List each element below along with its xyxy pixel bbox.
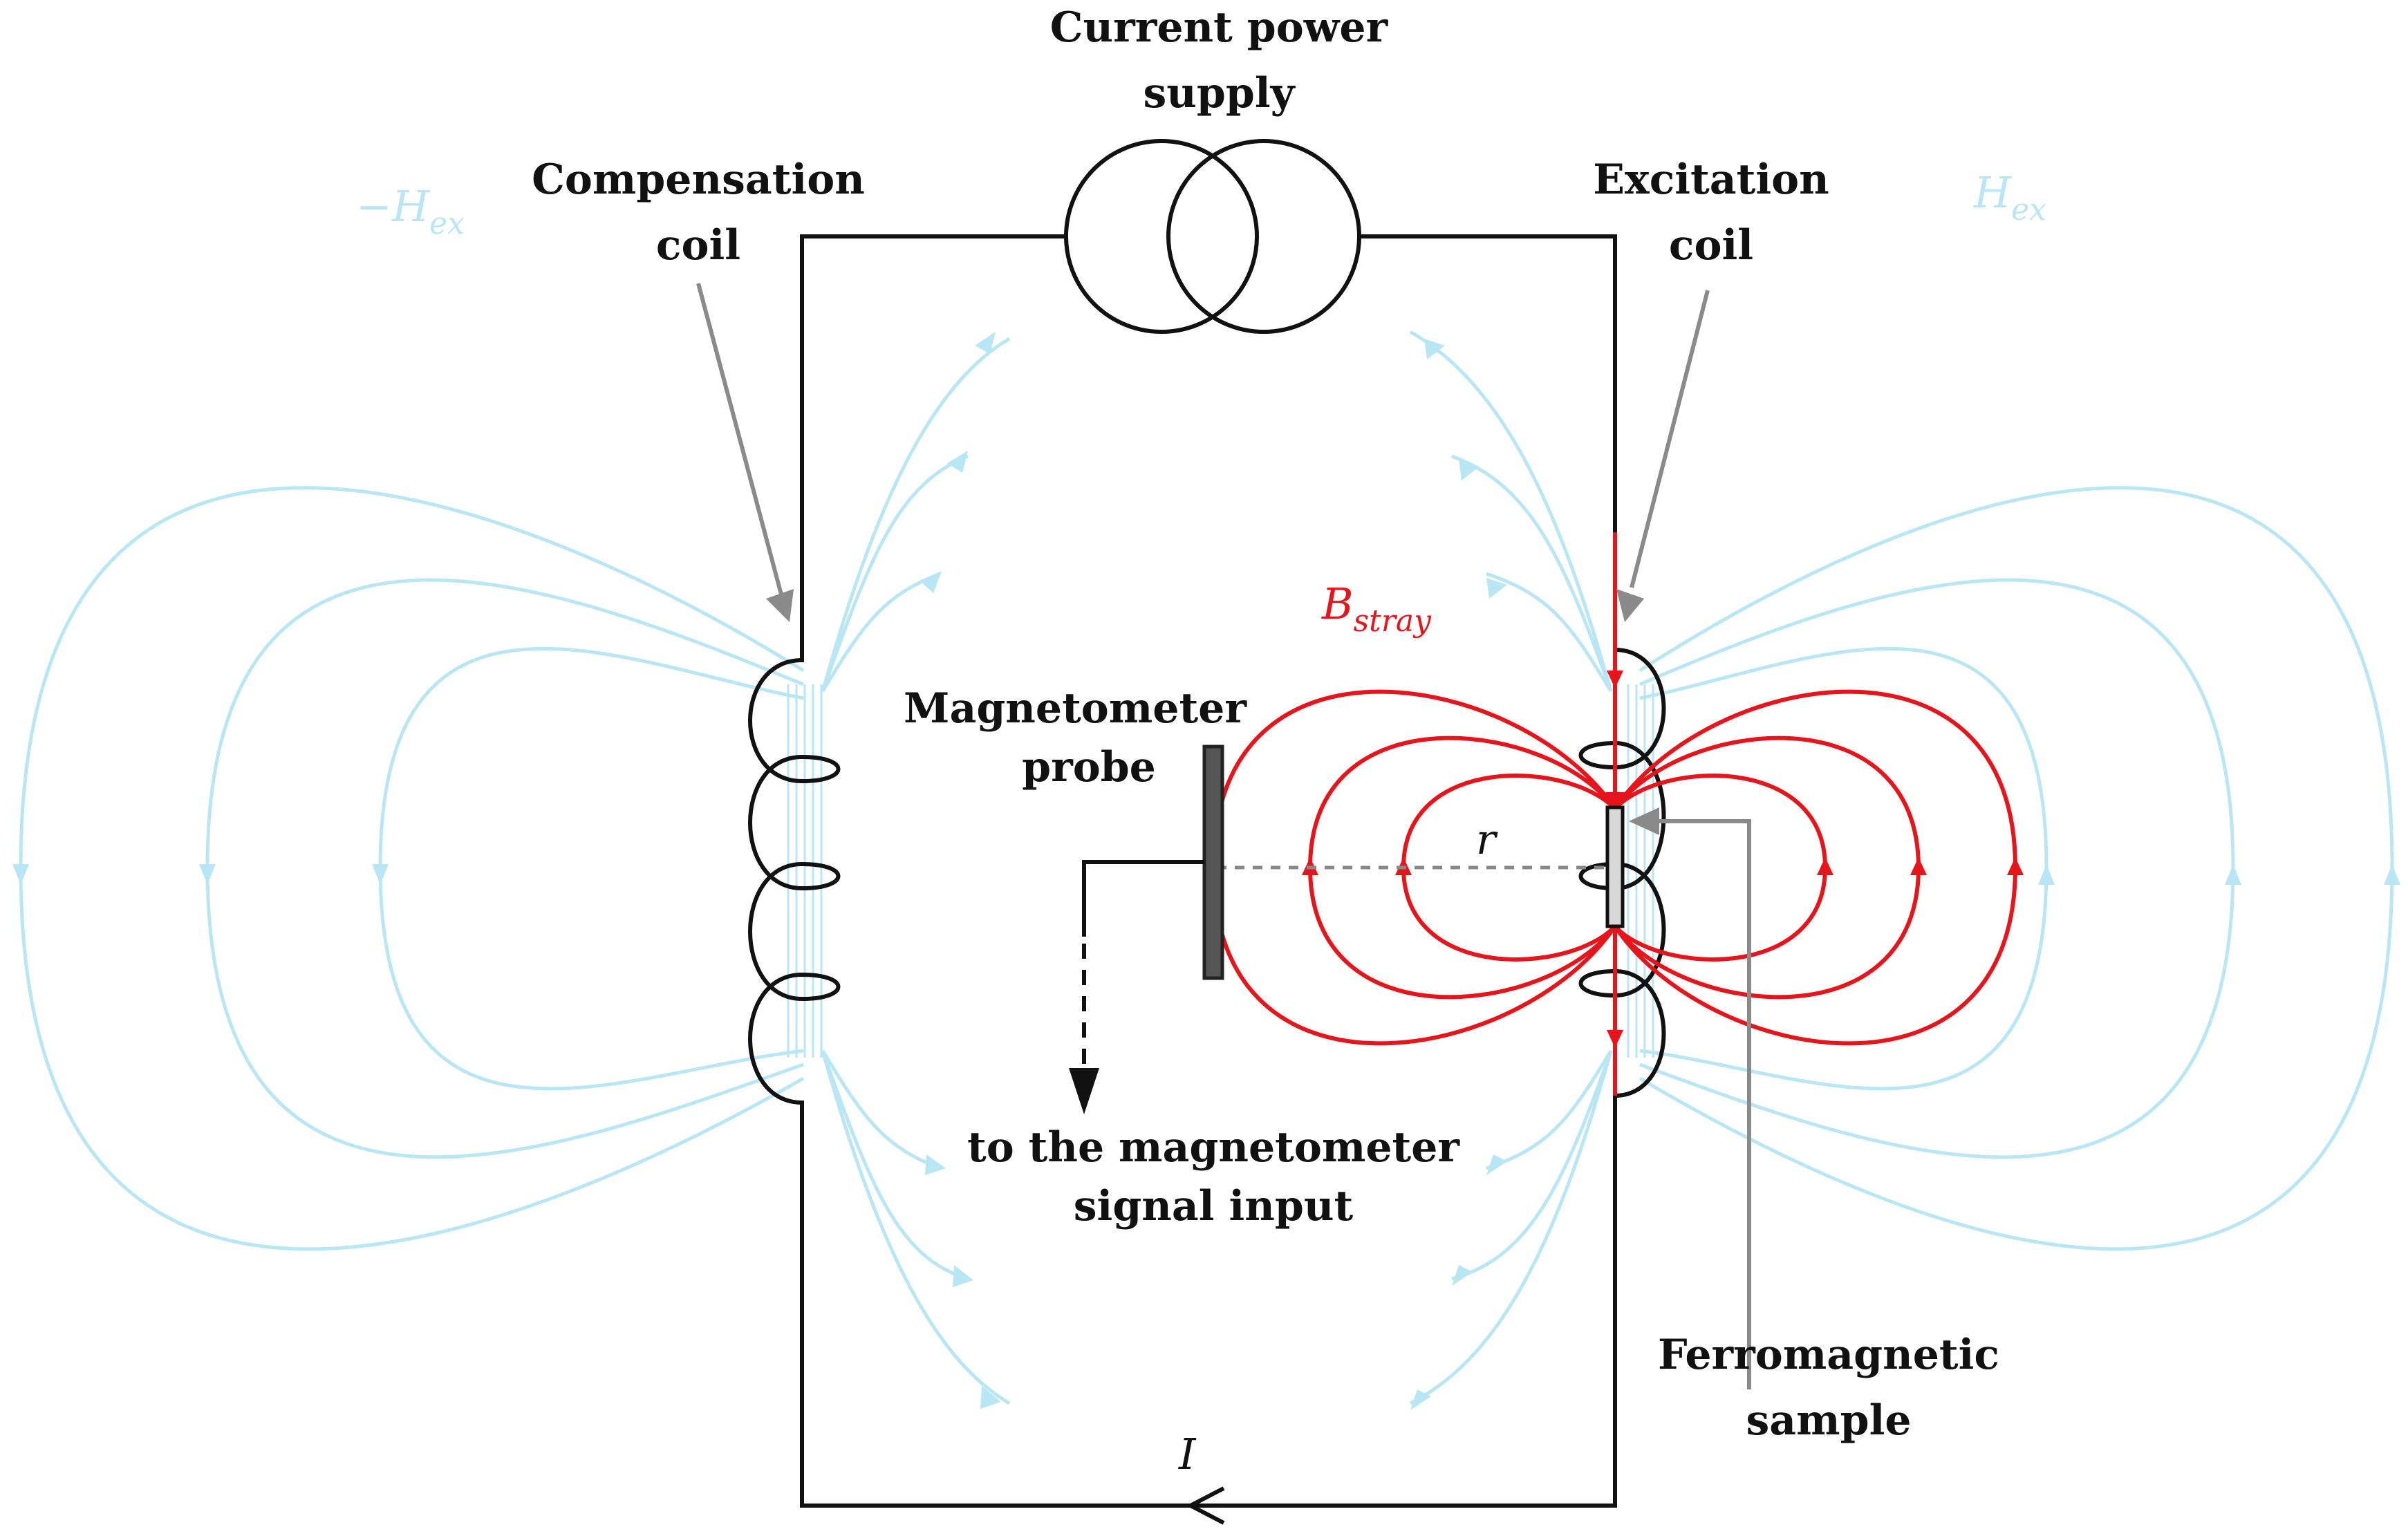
magnetometer-probe [1202,744,1224,980]
field-lines-hex-left [19,337,1011,1405]
excitation-coil-label-line1: Excitation [1593,156,1829,204]
magnetometer-probe-label-line1: Magnetometer [904,684,1247,733]
current-direction-arrow [1186,1486,1225,1525]
field-lines-hex-right [1409,330,2394,1405]
bstray-symbol: Bstray [1321,579,1432,639]
pointer-arrow-heads [766,589,1659,835]
magnetometer-probe-label-line2: probe [1022,743,1156,792]
field-direction-arrows [12,332,2400,1410]
current-i-symbol: I [1178,1429,1197,1479]
distance-r-symbol: r [1476,816,1498,864]
signal-arrow-head [1069,1068,1099,1114]
circuit-wire [800,234,1617,1508]
signal-input-label-line1: to the magnetometer [967,1123,1460,1172]
pointer-arrows [696,283,1751,1389]
signal-input-label-line2: signal input [1074,1182,1354,1230]
power-supply-label-line2: supply [1144,69,1296,118]
compensation-coil-label-line1: Compensation [532,156,865,204]
ferromagnetic-sample [1605,805,1625,928]
current-power-supply-symbol [1064,139,1361,334]
power-supply-label-line1: Current power [1050,3,1389,52]
probe-cable [1082,860,1204,937]
ferromagnetic-sample-label-line2: sample [1746,1396,1911,1445]
compensation-coil-label-line2: coil [656,221,740,270]
excitation-coil-label-line2: coil [1669,221,1753,270]
hex-symbol: Hex [1973,167,2046,227]
neg-hex-symbol: −Hex [356,181,465,241]
compensation-coil [748,619,841,1106]
ferromagnetic-sample-label-line1: Ferromagnetic [1658,1331,1999,1379]
